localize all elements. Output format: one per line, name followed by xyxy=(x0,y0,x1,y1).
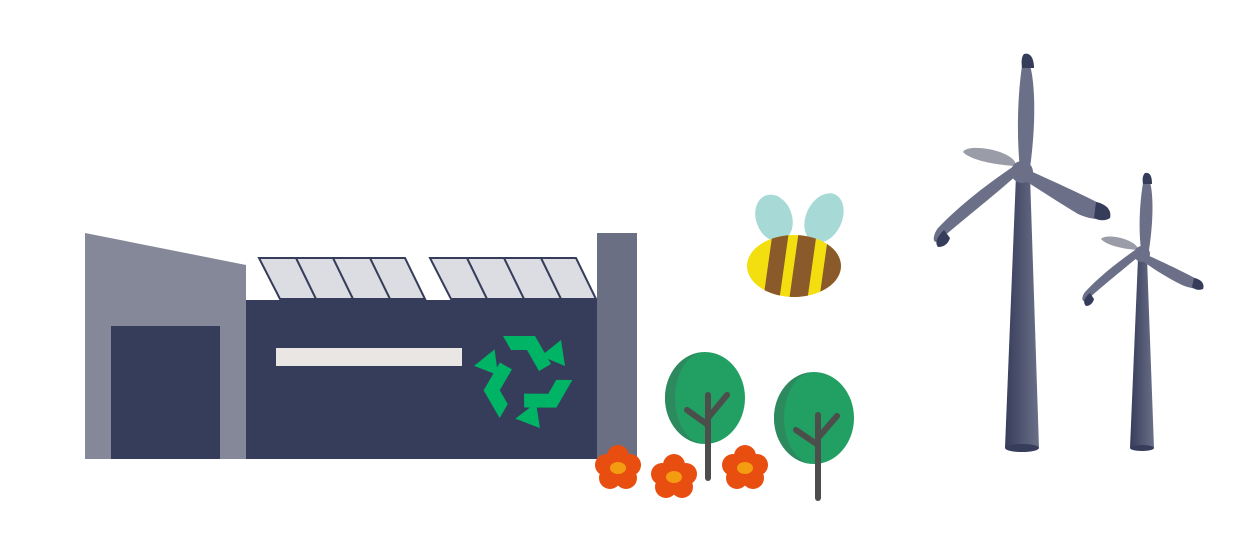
turbine-hub-small xyxy=(1134,246,1150,262)
recycle-icon xyxy=(468,336,573,434)
turbine-tower-small xyxy=(1130,258,1154,448)
wind-turbine-small xyxy=(1082,172,1204,451)
flower-2 xyxy=(651,454,697,498)
wind-turbine-large xyxy=(933,53,1111,452)
solar-panel-array-right xyxy=(428,257,598,300)
bee-wing-left xyxy=(755,194,793,242)
factory-building xyxy=(85,233,637,459)
factory-door xyxy=(111,326,220,459)
flower-1 xyxy=(595,445,641,489)
bee-wing-right xyxy=(804,193,844,243)
factory-pillar xyxy=(597,233,637,459)
flower-3 xyxy=(722,445,768,489)
tree-1 xyxy=(665,352,745,481)
solar-panel-array-left xyxy=(257,257,427,300)
turbine-hub-large xyxy=(1011,161,1033,183)
factory-sign-stripe xyxy=(276,348,462,366)
factory-main-block xyxy=(246,300,598,459)
turbine-tower-large xyxy=(1005,175,1039,448)
bee xyxy=(747,193,844,297)
tree-2 xyxy=(774,372,854,501)
